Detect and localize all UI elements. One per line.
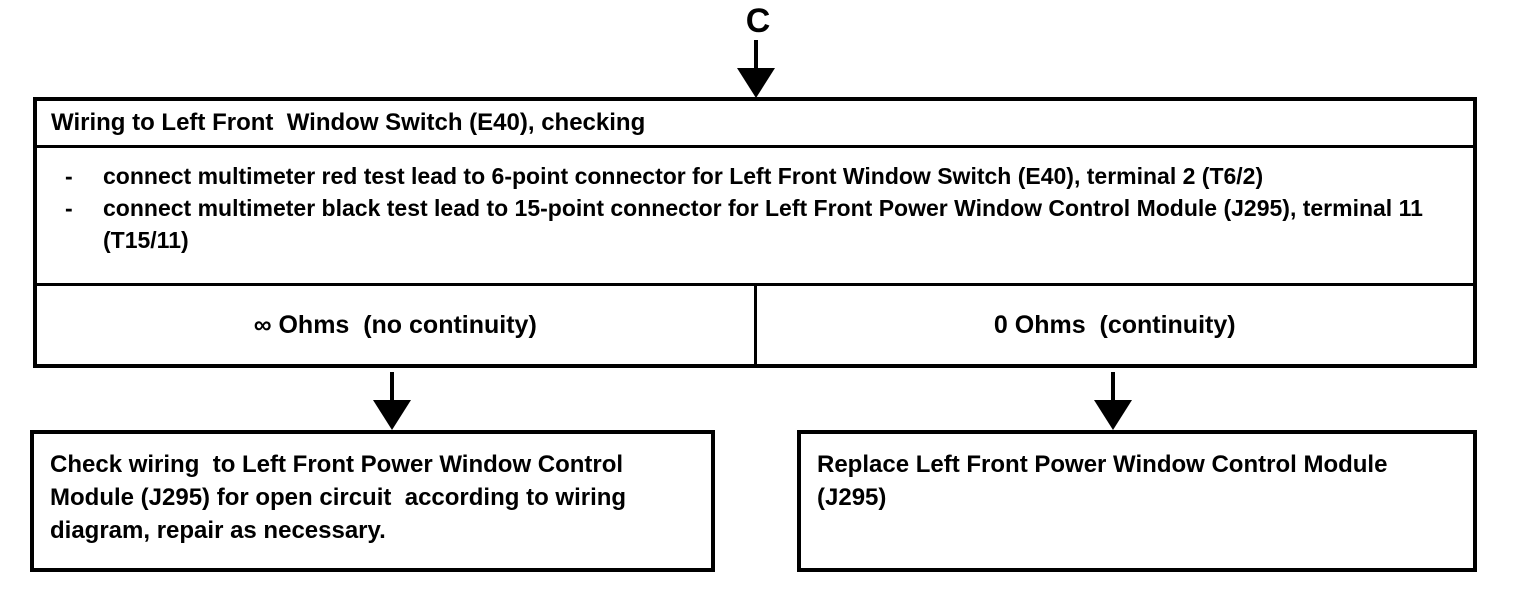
left-branch-arrow-down-icon <box>373 372 411 430</box>
step-text: connect multimeter black test lead to 15… <box>103 195 1430 253</box>
arrow-head-icon <box>1094 400 1132 430</box>
test-procedure-box: Wiring to Left Front Window Switch (E40)… <box>33 97 1477 368</box>
test-step: - connect multimeter red test lead to 6-… <box>51 160 1455 192</box>
arrow-head-icon <box>373 400 411 430</box>
arrow-shaft <box>1111 372 1115 406</box>
arrow-head-icon <box>737 68 775 98</box>
bullet-dash: - <box>65 163 73 189</box>
result-no-continuity: ∞ Ohms (no continuity) <box>37 286 757 364</box>
outcome-replace-module-box: Replace Left Front Power Window Control … <box>797 430 1477 572</box>
step-text: connect multimeter red test lead to 6-po… <box>103 163 1264 189</box>
test-step: - connect multimeter black test lead to … <box>51 192 1455 256</box>
test-steps: - connect multimeter red test lead to 6-… <box>37 148 1473 283</box>
entry-arrow-down-icon <box>737 40 775 98</box>
outcome-check-wiring-box: Check wiring to Left Front Power Window … <box>30 430 715 572</box>
measurement-results-row: ∞ Ohms (no continuity) 0 Ohms (continuit… <box>37 283 1473 364</box>
arrow-shaft <box>754 40 758 74</box>
test-title: Wiring to Left Front Window Switch (E40)… <box>37 101 1473 148</box>
bullet-dash: - <box>65 195 73 221</box>
right-branch-arrow-down-icon <box>1094 372 1132 430</box>
arrow-shaft <box>390 372 394 406</box>
result-continuity: 0 Ohms (continuity) <box>993 310 1236 339</box>
connector-label-c: C <box>745 2 771 40</box>
